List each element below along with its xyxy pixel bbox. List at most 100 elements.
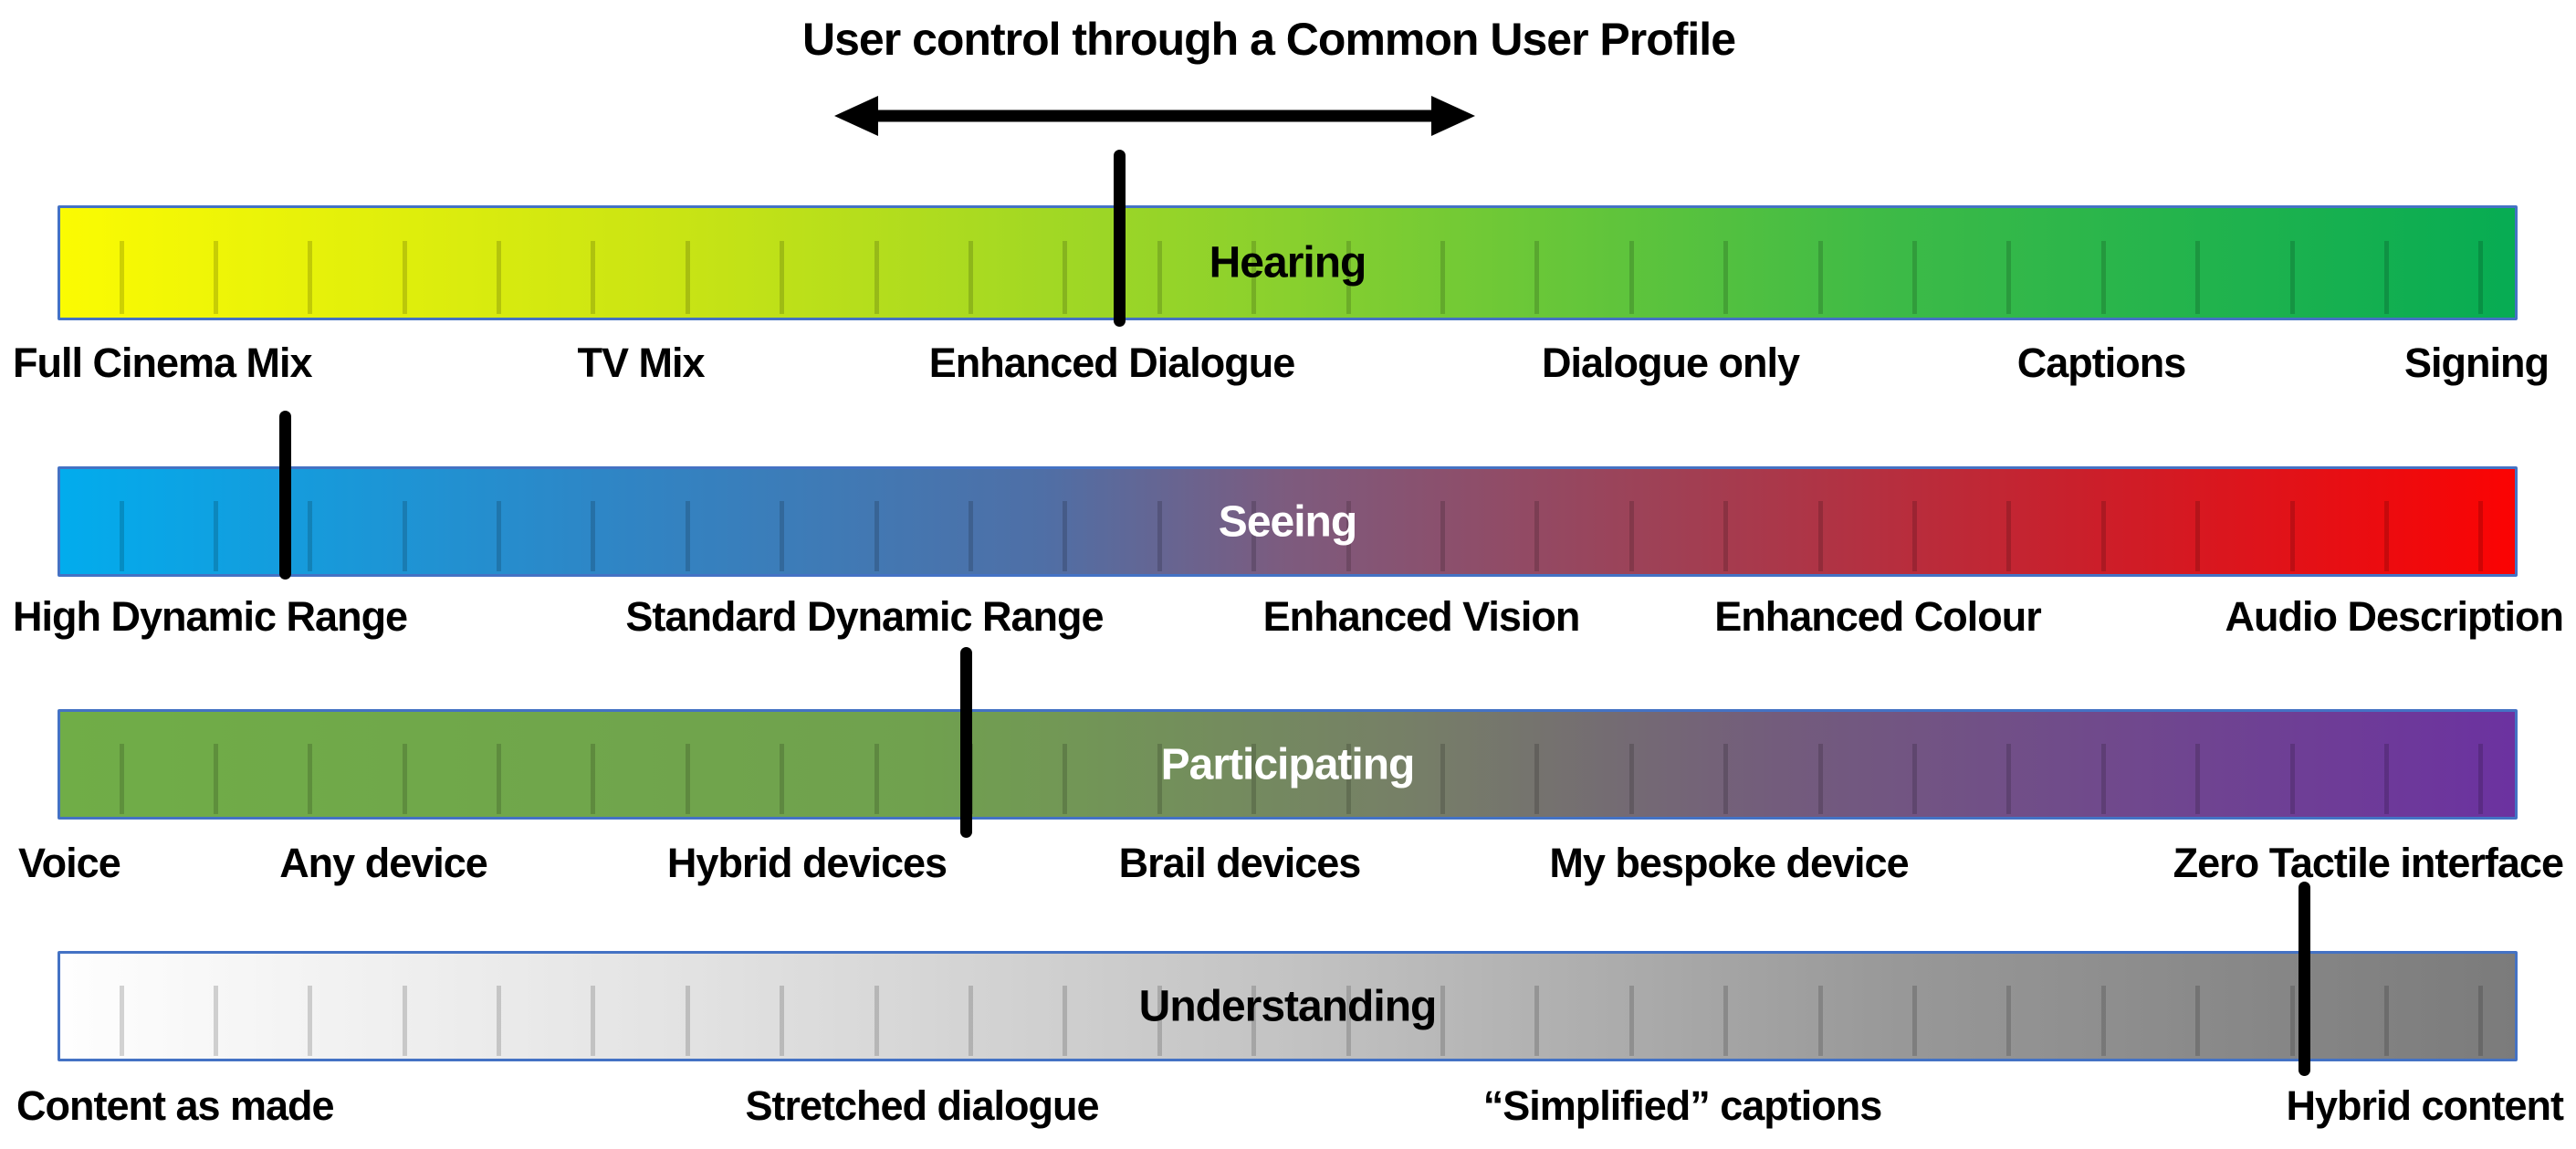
tick-mark [874, 743, 879, 814]
tick-mark [1063, 500, 1068, 571]
tick-mark [308, 241, 313, 315]
tick-mark [2289, 500, 2295, 571]
tick-mark [1911, 743, 1917, 814]
tick-mark [308, 985, 313, 1056]
tick-mark [2006, 985, 2012, 1056]
tick-mark [1251, 241, 1257, 315]
tick-mark [874, 985, 879, 1056]
tick-mark [591, 500, 596, 571]
left-right-arrow-icon [834, 96, 1475, 136]
label-audio-description: Audio Description [2225, 593, 2564, 640]
tick-mark [1346, 500, 1351, 571]
tick-mark [1063, 743, 1068, 814]
tick-mark [1817, 241, 1823, 315]
label-enhanced-colour: Enhanced Colour [1714, 593, 2042, 640]
tick-mark [591, 985, 596, 1056]
tick-mark [213, 241, 218, 315]
tick-mark [2289, 241, 2295, 315]
tick-mark [1063, 241, 1068, 315]
tick-mark [1157, 743, 1162, 814]
tick-mark [1346, 985, 1351, 1056]
tick-mark [119, 241, 124, 315]
label-content-as-made: Content as made [16, 1082, 335, 1129]
tick-mark [2195, 241, 2201, 315]
scale-bar-understanding: Understanding [58, 951, 2518, 1061]
tick-marks [60, 469, 2515, 574]
tick-mark [2289, 743, 2295, 814]
tick-mark [1628, 743, 1634, 814]
tick-mark [1911, 985, 1917, 1056]
tick-mark [402, 743, 407, 814]
tick-mark [2195, 985, 2201, 1056]
tick-mark [1723, 241, 1729, 315]
tick-mark [402, 241, 407, 315]
tick-mark [1440, 500, 1446, 571]
tick-mark [1534, 500, 1540, 571]
label-my-bespoke-device: My bespoke device [1549, 840, 1909, 886]
tick-mark [591, 743, 596, 814]
tick-mark [119, 743, 124, 814]
tick-mark [497, 500, 502, 571]
tick-mark [2478, 241, 2484, 315]
tick-mark [308, 500, 313, 571]
tick-mark [1346, 241, 1351, 315]
tick-mark [1534, 241, 1540, 315]
tick-mark [1723, 500, 1729, 571]
label-brail-devices: Brail devices [1118, 840, 1362, 886]
tick-mark [1157, 241, 1162, 315]
bar-title-seeing: Seeing [1218, 497, 1357, 546]
tick-mark [497, 241, 502, 315]
tick-mark [213, 500, 218, 571]
tick-mark [591, 241, 596, 315]
scale-bar-participating: Participating [58, 709, 2518, 820]
tick-mark [1534, 743, 1540, 814]
tick-mark [308, 743, 313, 814]
tick-mark [1911, 241, 1917, 315]
label-signing: Signing [2404, 339, 2550, 386]
tick-mark [1346, 743, 1351, 814]
tick-mark [497, 985, 502, 1056]
tick-mark [685, 241, 690, 315]
tick-mark [119, 500, 124, 571]
label-hybrid-devices: Hybrid devices [666, 840, 948, 886]
selection-marker-seeing [279, 411, 291, 580]
tick-mark [874, 500, 879, 571]
label-hybrid-content: Hybrid content [2286, 1082, 2564, 1129]
tick-mark [1440, 743, 1446, 814]
tick-mark [685, 985, 690, 1056]
tick-mark [2006, 241, 2012, 315]
tick-mark [2100, 241, 2106, 315]
tick-mark [2289, 985, 2295, 1056]
tick-mark [1628, 500, 1634, 571]
tick-marks [60, 954, 2515, 1059]
tick-mark [1911, 500, 1917, 571]
tick-mark [2478, 985, 2484, 1056]
label-full-cinema-mix: Full Cinema Mix [13, 339, 313, 386]
tick-mark [2006, 500, 2012, 571]
tick-mark [402, 500, 407, 571]
tick-mark [2383, 241, 2389, 315]
tick-mark [1251, 743, 1257, 814]
tick-mark [685, 743, 690, 814]
tick-mark [780, 985, 785, 1056]
tick-marks [60, 208, 2515, 318]
tick-mark [497, 743, 502, 814]
label-standard-dynamic-range: Standard Dynamic Range [625, 593, 1104, 640]
tick-mark [969, 500, 974, 571]
tick-mark [2478, 743, 2484, 814]
tick-mark [1440, 985, 1446, 1056]
scale-bar-hearing: Hearing [58, 205, 2518, 320]
tick-mark [1440, 241, 1446, 315]
tick-mark [969, 985, 974, 1056]
tick-mark [1251, 985, 1257, 1056]
tick-mark [2006, 743, 2012, 814]
bar-title-participating: Participating [1160, 740, 1416, 789]
bar-title-understanding: Understanding [1138, 982, 1438, 1030]
tick-mark [874, 241, 879, 315]
tick-mark [1157, 985, 1162, 1056]
tick-mark [780, 241, 785, 315]
tick-mark [1628, 241, 1634, 315]
label-any-device: Any device [279, 840, 488, 886]
label-zero-tactile-interface: Zero Tactile interface [2173, 840, 2564, 886]
